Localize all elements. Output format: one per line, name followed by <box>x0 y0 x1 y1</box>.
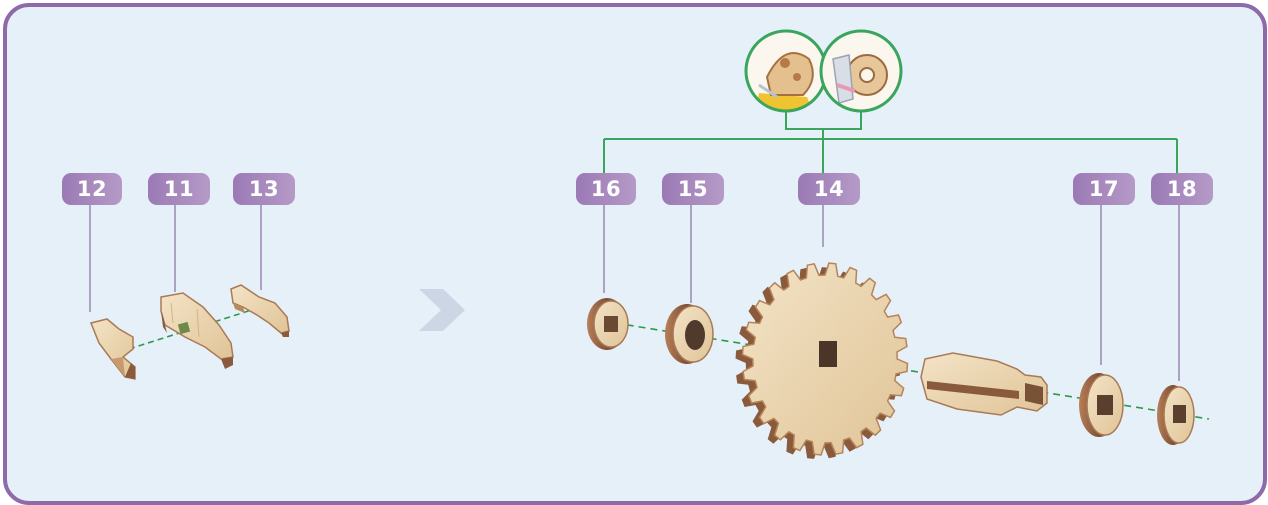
part-12-image <box>89 318 136 380</box>
assembly-axis-left <box>128 306 262 350</box>
part-18-image <box>1157 385 1195 445</box>
diagram-frame: 12 11 13 16 15 14 17 18 <box>3 3 1267 505</box>
part-15-image <box>665 304 714 364</box>
part-label-13: 13 <box>233 173 295 205</box>
part-11-image <box>160 292 234 369</box>
part-label-18: 18 <box>1151 173 1213 205</box>
chevron-right-icon <box>419 289 465 331</box>
part-label-14: 14 <box>798 173 860 205</box>
glue-tool-icon <box>746 31 826 111</box>
part-label-17: 17 <box>1073 173 1135 205</box>
part-label-11: 11 <box>148 173 210 205</box>
part-label-16: 16 <box>576 173 636 205</box>
press-fit-icon <box>821 31 901 111</box>
part-13-image <box>230 284 290 337</box>
part-16-image <box>587 298 629 350</box>
tool-connector <box>603 111 1178 173</box>
shaft-part-image <box>920 352 1048 416</box>
part-14-image <box>735 262 909 459</box>
part-17-image <box>1079 373 1124 437</box>
assembly-illustration <box>89 29 1210 459</box>
part-label-12: 12 <box>62 173 122 205</box>
part-label-15: 15 <box>662 173 724 205</box>
